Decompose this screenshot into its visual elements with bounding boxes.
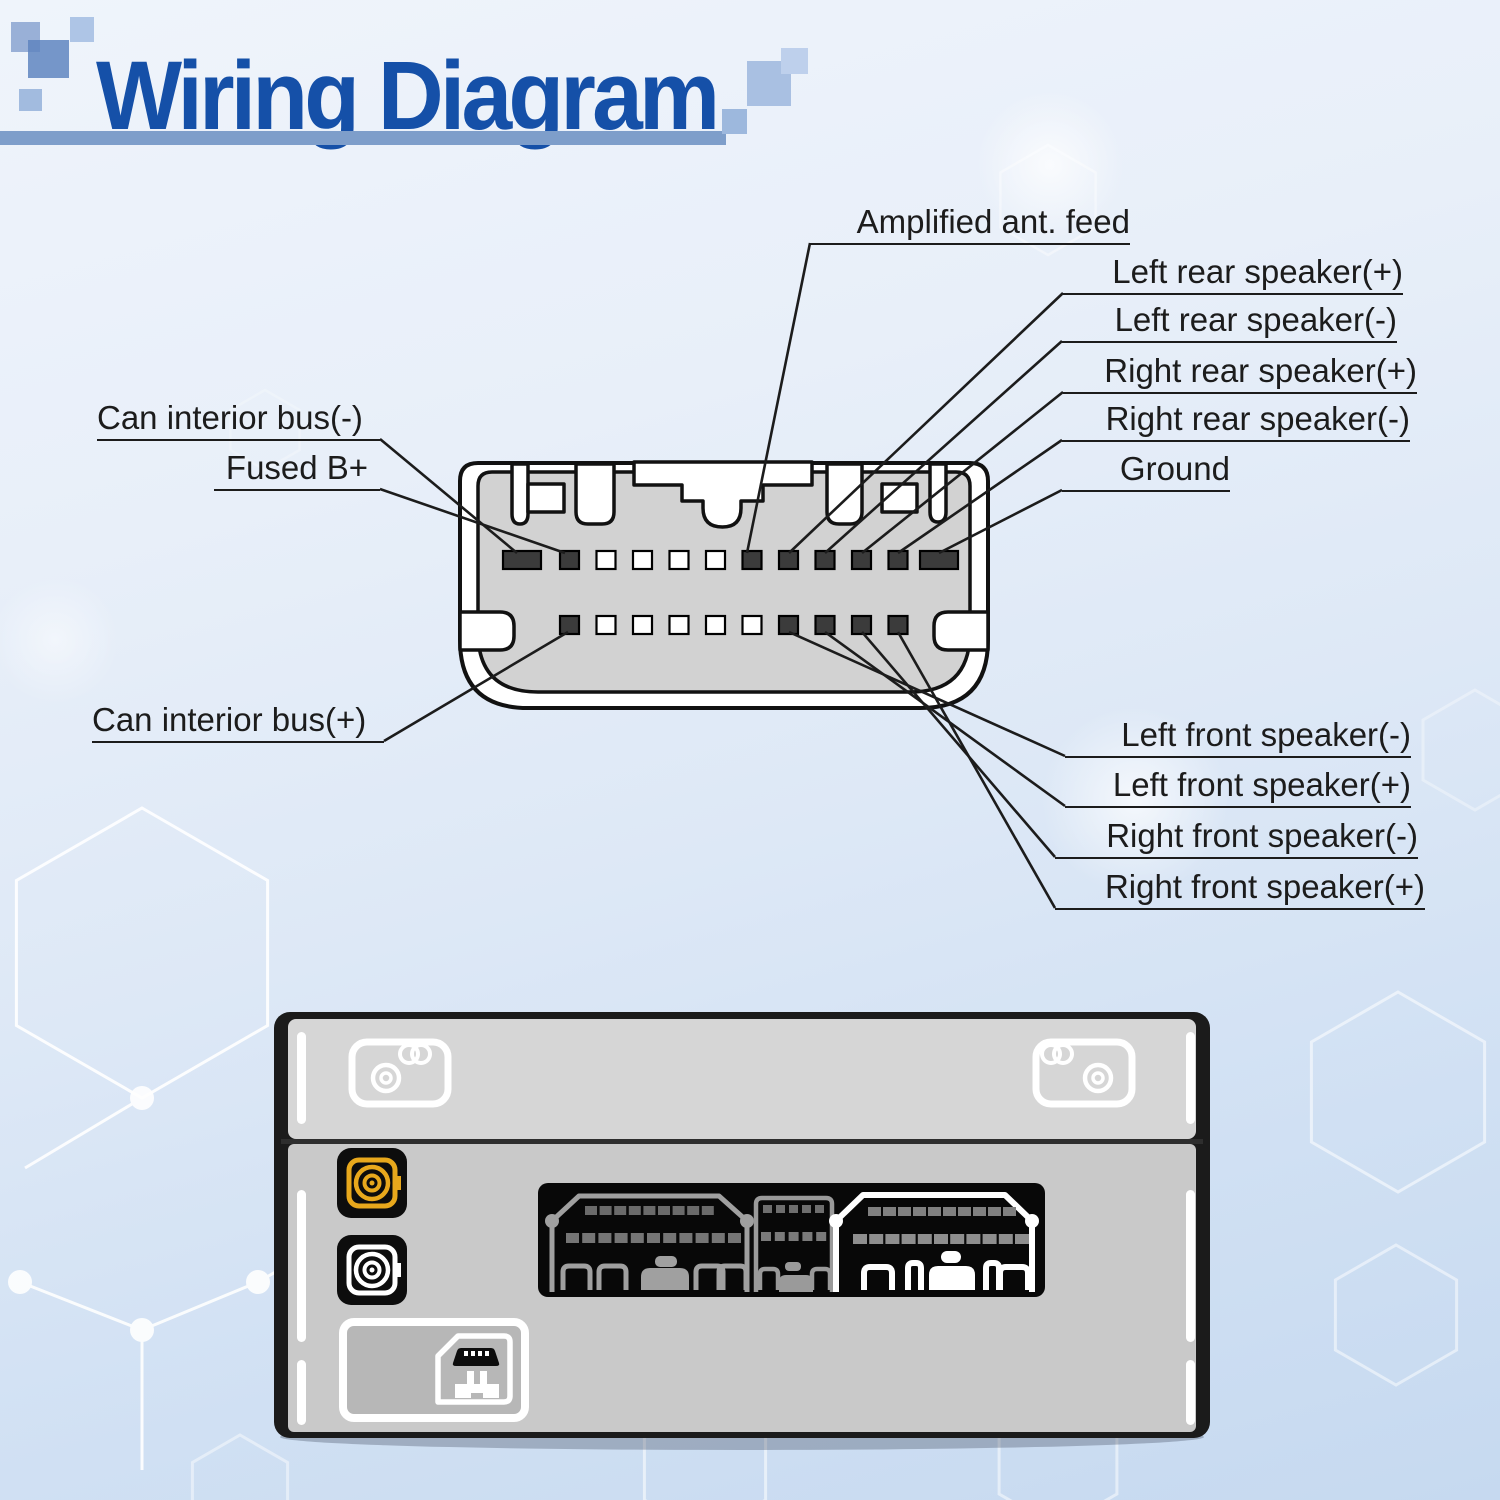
connector-pin-bottom-1	[558, 614, 581, 636]
connector-pin-top-4	[631, 549, 654, 571]
leader-left-rear-plus	[788, 292, 1064, 554]
leader-ground	[938, 488, 1063, 555]
label-left-front-speaker-minus: Left front speaker(-)	[1065, 715, 1411, 758]
label-left-rear-speaker-plus: Left rear speaker(+)	[1063, 252, 1403, 295]
connector-body	[476, 470, 972, 694]
decor-square	[19, 89, 42, 111]
leader-right-rear-minus	[897, 438, 1063, 555]
leader-left-rear-minus	[824, 340, 1063, 554]
decor-square	[28, 40, 69, 78]
connector-pin-bottom-2	[595, 614, 617, 636]
title-underline-bar	[0, 131, 726, 145]
leader-fused-b-plus	[379, 487, 566, 555]
leader-amplified-ant-feed	[745, 242, 812, 554]
label-left-rear-speaker-minus: Left rear speaker(-)	[1062, 300, 1397, 343]
mount-bracket-right-icon	[1032, 1038, 1136, 1108]
connector-pin-bottom-8	[814, 614, 836, 636]
connector-pin-bottom-3	[631, 614, 654, 636]
pin-row-top	[501, 549, 960, 571]
wiring-harness-socket-icon	[538, 1183, 1045, 1297]
connector-key-cutouts	[458, 460, 990, 652]
connector-pin-top-9	[814, 549, 836, 571]
label-right-rear-speaker-minus: Right rear speaker(-)	[1062, 399, 1410, 442]
connector-pin-top-10	[850, 549, 873, 571]
label-can-interior-bus-plus: Can interior bus(+)	[92, 700, 384, 743]
decor-square	[781, 48, 808, 74]
head-unit-rear-view	[274, 1012, 1210, 1450]
label-amplified-ant-feed: Amplified ant. feed	[810, 202, 1130, 245]
head-unit-top-flange	[288, 1019, 1196, 1139]
pin-row-bottom	[558, 614, 909, 636]
side-slot-lines	[297, 1032, 1195, 1425]
connector-pin-top-8	[777, 549, 800, 571]
mount-bracket-left-icon	[348, 1038, 452, 1108]
decor-square	[722, 109, 747, 134]
connector-pin-top-2	[558, 549, 581, 571]
leader-can-bus-minus	[379, 438, 518, 554]
label-right-front-speaker-minus: Right front speaker(-)	[1055, 816, 1418, 859]
connector-pin-bottom-4	[668, 614, 690, 636]
leader-lines	[379, 242, 1066, 909]
connector-pin-top-7	[741, 549, 763, 571]
connector-pin-top-12	[918, 549, 960, 571]
connector-diagram	[458, 460, 990, 710]
connector-pin-bottom-5	[704, 614, 727, 636]
connector-pin-bottom-10	[887, 614, 909, 636]
leader-right-front-plus	[896, 631, 1057, 909]
label-left-front-speaker-plus: Left front speaker(+)	[1065, 765, 1411, 808]
label-right-rear-speaker-plus: Right rear speaker(+)	[1063, 351, 1417, 394]
leader-left-front-minus	[788, 630, 1066, 758]
connector-pin-top-3	[595, 549, 617, 571]
connector-pin-bottom-6	[741, 614, 763, 636]
leader-right-rear-plus	[861, 390, 1064, 555]
label-ground: Ground	[1062, 449, 1230, 492]
label-right-front-speaker-plus: Right front speaker(+)	[1055, 867, 1425, 910]
leader-left-front-plus	[824, 630, 1066, 808]
connector-pin-top-5	[668, 549, 690, 571]
fakra-antenna-white-icon	[337, 1235, 407, 1305]
connector-pin-top-1	[501, 549, 543, 571]
label-can-interior-bus-minus: Can interior bus(-)	[97, 398, 380, 441]
connector-pin-bottom-9	[850, 614, 873, 636]
decor-square	[70, 17, 94, 42]
head-unit-divider	[281, 1139, 1203, 1144]
mini-usb-port-icon	[339, 1318, 529, 1422]
connector-pin-top-11	[887, 549, 909, 571]
connector-pin-top-6	[704, 549, 727, 571]
label-fused-b-plus: Fused B+	[214, 448, 380, 491]
leader-can-bus-plus	[383, 630, 569, 743]
connector-pin-bottom-7	[777, 614, 800, 636]
fakra-antenna-yellow-icon	[337, 1148, 407, 1218]
leader-right-front-minus	[861, 631, 1056, 858]
